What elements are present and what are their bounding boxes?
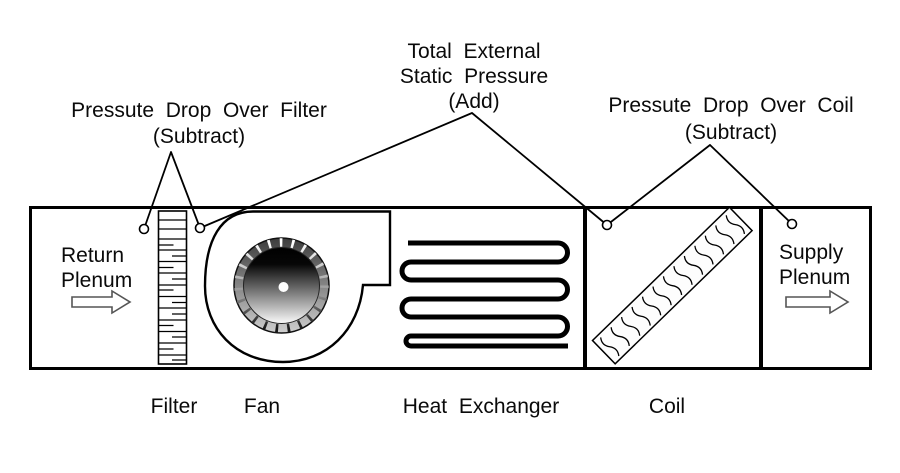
pressure-drop-over-filter-line2: (Subtract) — [152, 125, 246, 148]
total-esp-line3: (Add) — [448, 90, 500, 113]
measurement-points — [138, 218, 798, 235]
coil-component — [591, 206, 754, 365]
supply-plenum-line2: Plenum — [779, 266, 851, 289]
supply-plenum-line1: Supply — [779, 241, 844, 264]
total-esp-line2: Static Pressure — [399, 65, 549, 88]
supply-plenum-label: Supply Plenum — [779, 240, 850, 290]
return-plenum-label: Return Plenum — [61, 243, 132, 293]
heat-exchanger-caption: Heat Exchanger — [402, 395, 560, 418]
return-plenum-line1: Return — [61, 244, 125, 267]
return-plenum-line2: Plenum — [61, 269, 133, 292]
measurement-point-after-coil — [786, 218, 798, 230]
fan-component — [203, 210, 392, 364]
pressure-drop-over-coil-line2: (Subtract) — [684, 121, 778, 144]
filter-caption: Filter — [150, 395, 198, 418]
filter-component — [157, 210, 188, 365]
fan-blade-ticks — [234, 238, 329, 333]
leader-lines — [143, 112, 793, 230]
coil-caption: Coil — [648, 395, 686, 418]
supply-airflow-arrow-icon — [785, 289, 850, 315]
fan-hub-dot — [278, 282, 289, 292]
filter-hatch-pattern — [159, 219, 186, 361]
heat-exchanger-component — [399, 240, 570, 349]
measurement-point-after-filter — [194, 222, 206, 234]
measurement-point-before-filter — [138, 223, 150, 235]
fan-caption: Fan — [243, 395, 281, 418]
pressure-drop-over-coil-line1: Pressute Drop Over Coil — [608, 94, 854, 117]
coil-wave-pattern — [600, 215, 746, 357]
total-esp-line1: Total External — [407, 40, 541, 63]
pressure-drop-over-coil-label: Pressute Drop Over Coil (Subtract) — [601, 92, 861, 146]
fan-wheel — [233, 237, 330, 334]
total-external-static-pressure-label: Total External Static Pressure (Add) — [354, 39, 594, 114]
measurement-point-before-coil — [601, 219, 613, 231]
pressure-drop-over-filter-line1: Pressute Drop Over Filter — [71, 99, 327, 122]
return-airflow-arrow-icon — [71, 289, 132, 315]
pressure-drop-over-filter-label: Pressute Drop Over Filter (Subtract) — [44, 98, 354, 150]
